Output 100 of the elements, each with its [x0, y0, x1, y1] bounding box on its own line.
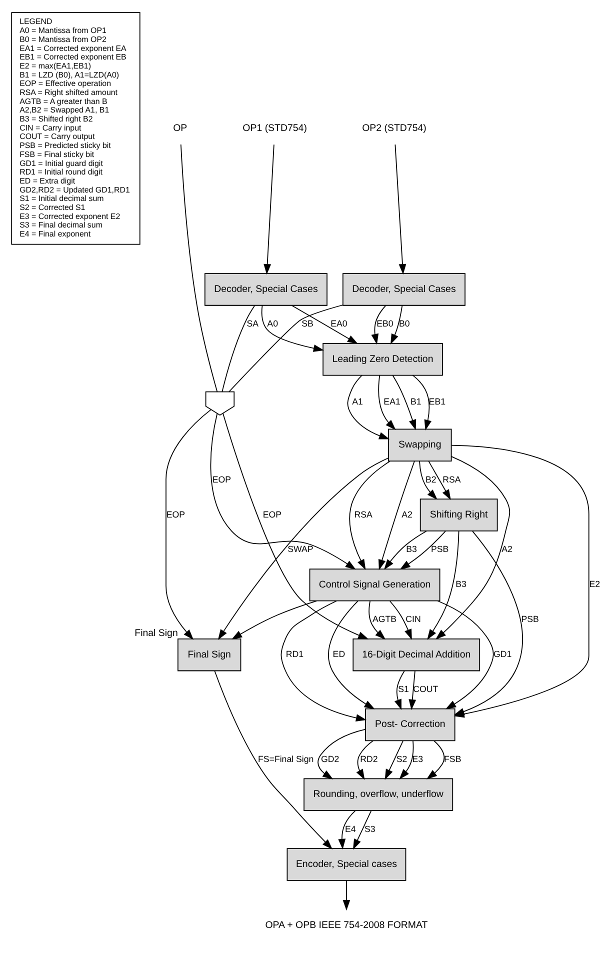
node-box: 16-Digit Decimal Addition [352, 638, 480, 671]
edge-label: EB0 [376, 318, 394, 328]
edge-label: A2 [402, 508, 412, 519]
arrow [349, 460, 391, 570]
edge-label: RSA [442, 474, 461, 484]
node-box: Decoder, Special Cases [342, 272, 466, 306]
edge-label: A2 [502, 544, 512, 554]
arrow [222, 412, 369, 639]
arrow [394, 144, 406, 274]
node-text: OPA + OPB IEEE 754-2008 FORMAT [265, 920, 428, 931]
edge-label: B1 [410, 396, 422, 406]
arrow [352, 810, 372, 850]
node-box: Shifting Right [420, 498, 498, 531]
node-box: Decoder, Special Cases [204, 272, 328, 306]
arrow [454, 530, 523, 715]
arrow [347, 374, 390, 439]
edge-label: EOP [212, 474, 232, 484]
edge-label: B3 [406, 544, 417, 554]
edge-label: EOP [262, 508, 282, 519]
connector [180, 144, 218, 392]
node-box: Final Sign [178, 638, 242, 671]
connector [222, 304, 256, 392]
edge-label: EA0 [330, 318, 348, 328]
edge-label: COUT [413, 683, 438, 694]
arrow [280, 600, 367, 722]
edge-label: E2 [589, 578, 600, 589]
edge-label: RD2 [360, 753, 378, 764]
node-box: Control Signal Generation [309, 568, 440, 601]
arrow [426, 740, 445, 779]
edge-label: S3 [364, 823, 376, 834]
node-text: OP [173, 122, 188, 134]
edge-label: FS=Final Sign [258, 753, 314, 764]
arrow [166, 408, 212, 640]
node-box: LEGEND A0 = Mantissa from OP1 B0 = Mantissa from OP2 EA1 = Corrected exponent EA EB1 = Corrected exponent EB E2 = max(EA1,EB1) B1 = LZD (B0), A1=LZD(A0) EOP = Effective operation RSA = Right shifted amount AGTB = A greater than B A2,B2 = Swapped A1, B1 B3 = Shifted right B2 CIN = Carry input COUT = Carry output PSB = Predicted sticky bit FSB = Final sticky bit GD1 = Initial guard digit RD1 = Initial round digit ED = Extra digit GD2,RD2 = Updated GD1,RD1 S1 = Initial decimal sum S2 = Corrected S1 E3 = Corrected exponent E2 S3 = Final decimal sum E4 = Final exponent [11, 12, 140, 244]
arrow [400, 530, 446, 570]
edge-label: GD1 [494, 648, 512, 659]
edge-label: ED [332, 648, 346, 659]
arrow [384, 740, 404, 780]
arrow [291, 304, 358, 344]
arrow [356, 740, 374, 780]
edge-label: PSB [430, 544, 449, 554]
node-box: Post- Correction [365, 708, 456, 741]
edge-label: B2 [426, 474, 436, 484]
edge-label: E4 [345, 823, 356, 834]
arrow [412, 374, 432, 430]
arrow [428, 460, 451, 500]
arrow [231, 600, 318, 640]
node-box: Swapping [388, 428, 452, 462]
arrow [378, 374, 396, 430]
arrow [437, 600, 494, 709]
edge-label: FSB [444, 753, 462, 764]
edge-label: RD1 [286, 648, 304, 659]
node-gate [205, 390, 235, 416]
arrow [394, 670, 405, 710]
node-box: Encoder, Special cases [286, 848, 406, 880]
arrow [408, 670, 416, 710]
arrow [342, 880, 350, 910]
edge-label: B3 [456, 578, 466, 589]
edge-label: EOP [166, 508, 186, 519]
edge-label: AGTB [372, 614, 397, 624]
arrow [436, 456, 510, 639]
connector [228, 304, 344, 392]
node-text: OP1 (STD754) [242, 122, 307, 134]
edge-label: EA1 [384, 396, 400, 406]
arrow [371, 304, 386, 344]
arrow [338, 810, 356, 850]
arrow [378, 460, 415, 570]
edge-label: EB1 [428, 396, 446, 406]
edge-label: A0 [267, 318, 278, 328]
edge-label: SWAP [288, 544, 314, 554]
edge-label: SA [246, 318, 259, 328]
arrow [264, 144, 274, 274]
arrow [318, 728, 366, 779]
edge-label: E3 [412, 753, 424, 764]
arrow [210, 412, 356, 570]
arrow [427, 530, 460, 640]
node-box: Leading Zero Detection [322, 342, 443, 376]
edge-label: CIN [406, 614, 421, 624]
edge-label: S1 [398, 683, 409, 694]
arrow [261, 304, 324, 352]
arrow [389, 600, 412, 640]
arrow [390, 304, 403, 344]
edge-label: RSA [354, 508, 372, 519]
arrow [214, 670, 333, 849]
edge-label: PSB [521, 614, 539, 624]
edge-label: A1 [352, 396, 363, 406]
edge-label: GD2 [321, 753, 340, 764]
node-box: Rounding, overflow, underflow [304, 778, 454, 810]
edge-label: S2 [396, 753, 408, 764]
arrow [399, 740, 414, 779]
arrow [368, 600, 386, 640]
edge-label: SB [302, 318, 314, 328]
arrow [218, 457, 389, 640]
edge-label: B0 [399, 318, 410, 328]
node-label: Final Sign [134, 628, 178, 639]
arrow [419, 460, 438, 500]
arrow [384, 530, 428, 570]
node-text: OP2 (STD754) [362, 122, 426, 134]
arrow [328, 600, 375, 709]
arrow [392, 374, 416, 430]
